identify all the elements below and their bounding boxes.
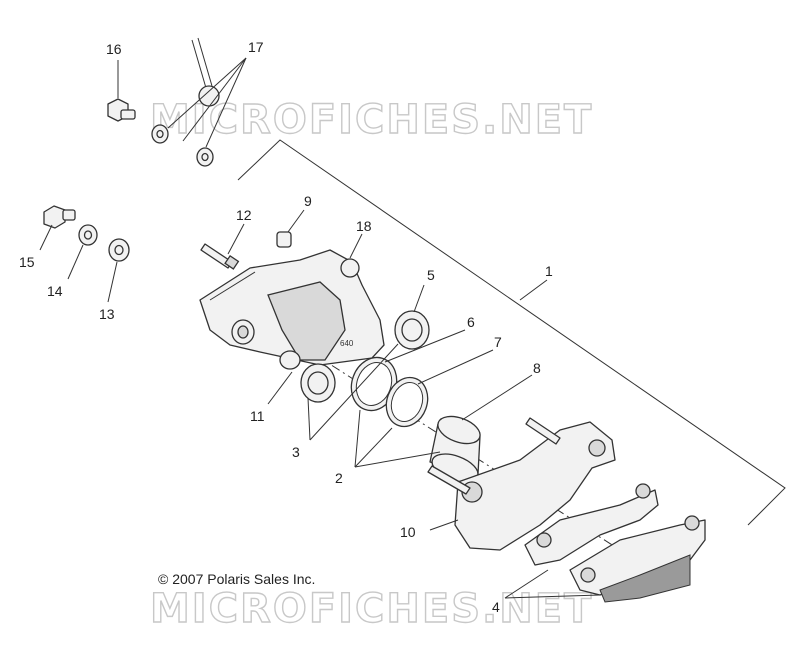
watermark-bottom: MICROFICHES.NET	[150, 586, 593, 632]
callout-16: 16	[106, 41, 122, 57]
watermark-top: MICROFICHES.NET	[150, 97, 593, 143]
brake-line-assembly	[151, 37, 220, 167]
dust-boot-upper	[394, 310, 430, 350]
callout-17: 17	[248, 39, 264, 55]
callout-13: 13	[99, 306, 115, 322]
callout-10: 10	[400, 524, 416, 540]
mounting-bolt	[43, 205, 76, 229]
callout-labels: 16 17 15 14 13 12 9 18 5 6 7 8 1 11 3 2 …	[19, 39, 553, 615]
assembly-bracket	[237, 139, 786, 526]
callout-12: 12	[236, 207, 252, 223]
callout-9: 9	[304, 193, 312, 209]
brake-pads	[524, 483, 706, 603]
callout-11: 11	[250, 408, 265, 424]
copyright-text: © 2007 Polaris Sales Inc.	[158, 571, 315, 587]
caliper-marking: 640	[340, 339, 354, 348]
dust-seal	[385, 376, 429, 428]
callout-1: 1	[545, 263, 553, 279]
callout-15: 15	[19, 254, 35, 270]
lock-washer	[78, 224, 98, 246]
pin-boot	[279, 350, 301, 370]
callout-2: 2	[335, 470, 343, 486]
callout-3: 3	[292, 444, 300, 460]
banjo-bolt	[107, 98, 136, 122]
dust-boot-lower	[300, 363, 336, 403]
mounting-bracket	[427, 417, 616, 551]
callout-4: 4	[492, 599, 500, 615]
bleeder-cap	[276, 231, 292, 248]
callout-7: 7	[494, 334, 502, 350]
callout-5: 5	[427, 267, 435, 283]
leader-lines	[39, 57, 601, 599]
flat-washer	[108, 238, 130, 262]
callout-18: 18	[356, 218, 372, 234]
callout-8: 8	[533, 360, 541, 376]
piston	[429, 415, 481, 483]
callout-14: 14	[47, 283, 63, 299]
caliper-body: 640	[199, 249, 385, 366]
callout-6: 6	[467, 314, 475, 330]
bleeder-screw	[200, 243, 240, 270]
